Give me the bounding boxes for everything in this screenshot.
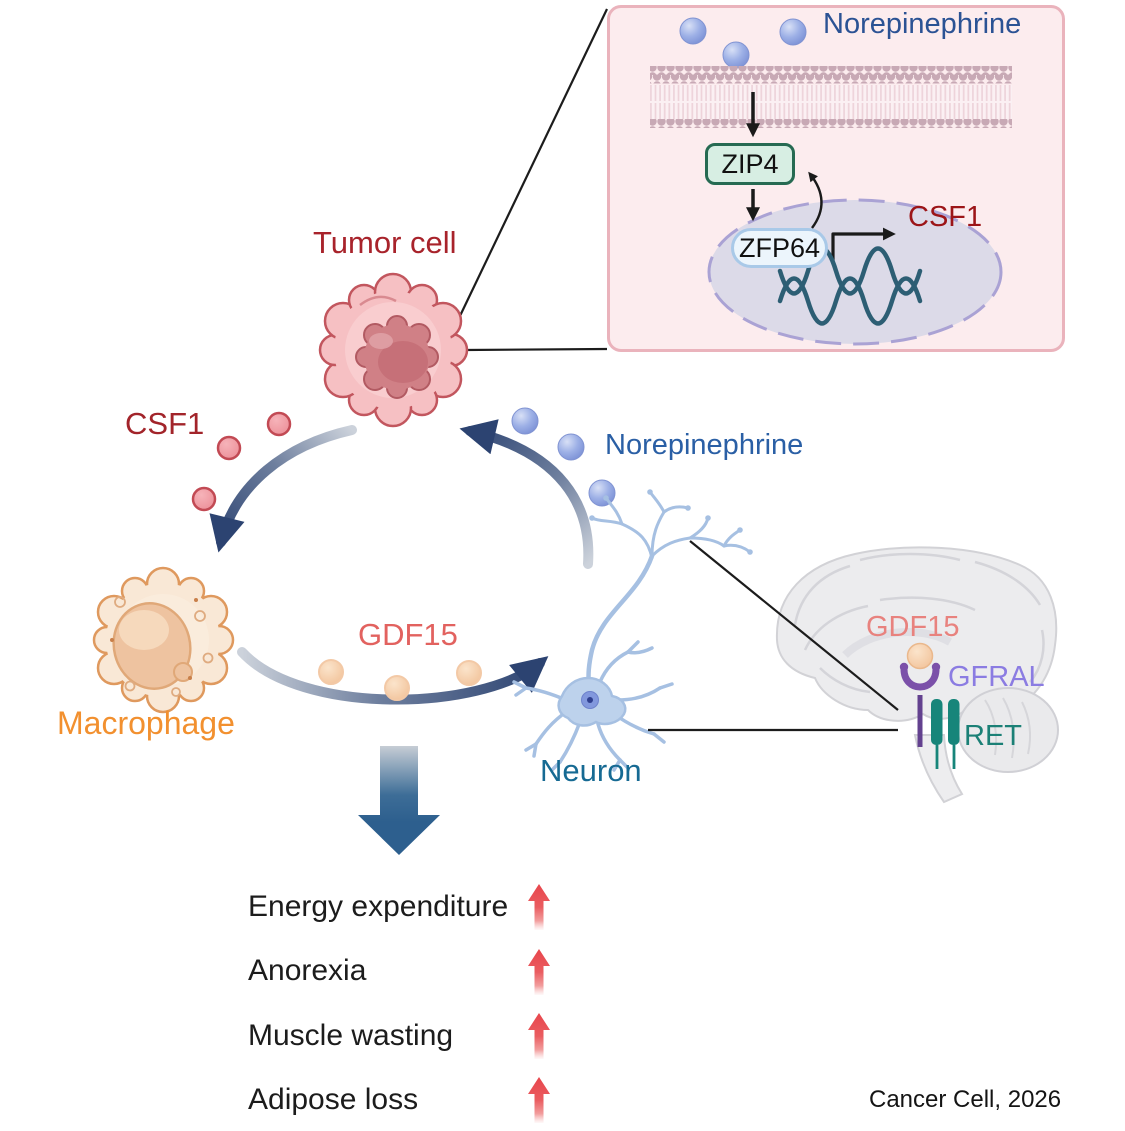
macrophage-label: Macrophage (57, 705, 235, 741)
norepinephrine-molecules-inset (679, 17, 807, 69)
zfp64-to-zip4-feedback-arrow (808, 171, 823, 229)
neuron-illustration (512, 489, 753, 772)
gdf15-ligand-icon (906, 642, 934, 670)
norepinephrine-label: Norepinephrine (605, 429, 804, 461)
outcome-label: Muscle wasting (248, 1019, 454, 1052)
gdf15-label: GDF15 (358, 617, 458, 652)
outcome-adipose-loss: Adipose loss (248, 1083, 418, 1117)
up-arrow-icon (528, 884, 550, 930)
tumor-to-macrophage-arrow (209, 425, 357, 553)
brain-illustration (775, 546, 1059, 804)
neuron-label: Neuron (540, 753, 642, 788)
zip4-label: ZIP4 (721, 148, 779, 179)
ret-receptor-icon (931, 699, 960, 769)
outcome-muscle-wasting: Muscle wasting (248, 1019, 453, 1053)
up-arrow-icons (528, 884, 550, 1123)
transcription-arrow (831, 227, 896, 262)
outcome-energy-expenditure: Energy expenditure (248, 890, 508, 924)
outcome-anorexia: Anorexia (248, 954, 366, 988)
gdf15-molecules (318, 659, 482, 701)
outcome-label: Energy expenditure (248, 890, 509, 923)
gfral-receptor-icon (900, 668, 940, 691)
up-arrow-icon (528, 1077, 550, 1123)
ret-label: RET (964, 720, 1022, 752)
zfp64-gene-box: ZFP64 (731, 228, 828, 268)
tumor-cell-illustration (318, 272, 469, 428)
citation: Cancer Cell, 2026 (869, 1086, 1062, 1113)
up-arrow-icon (528, 949, 550, 995)
inset-norepinephrine-label: Norepinephrine (823, 8, 1022, 40)
neuron-to-tumor-arrow (459, 419, 594, 569)
gfral-label: GFRAL (948, 661, 1045, 693)
brain-gdf15-label: GDF15 (866, 611, 960, 643)
cachexia-consequence-arrow (358, 746, 440, 855)
inset-csf1-label: CSF1 (908, 201, 983, 233)
tumor-cell-label: Tumor cell (313, 225, 457, 260)
csf1-label: CSF1 (125, 406, 205, 441)
csf1-molecules (191, 411, 292, 512)
up-arrow-icon (528, 1013, 550, 1059)
neuron-to-brain-lines (648, 540, 899, 732)
callout-lines (458, 8, 608, 352)
gdf15-gfral-ret-receptor (899, 642, 960, 769)
zfp64-label: ZFP64 (738, 232, 821, 263)
dna-helix-icon (777, 246, 923, 326)
outcome-label: Adipose loss (248, 1083, 419, 1116)
zip4-gene-box: ZIP4 (705, 143, 795, 185)
macrophage-illustration (92, 566, 235, 714)
macrophage-to-neuron-arrow (237, 647, 549, 705)
outcome-label: Anorexia (248, 954, 367, 987)
cell-membrane (650, 66, 1012, 128)
